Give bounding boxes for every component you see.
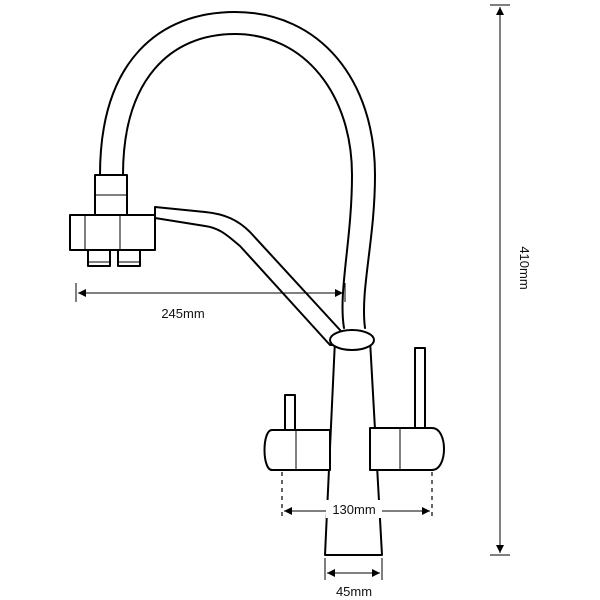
nozzle-left [87, 249, 111, 267]
dimension-handle-spread: 130mm [281, 472, 433, 520]
spray-head [69, 214, 156, 251]
dimension-base-width: 45mm [324, 558, 383, 599]
right-lever [414, 347, 426, 429]
filtered-water-arm [154, 206, 351, 346]
height-label: 410mm [517, 246, 532, 289]
left-handle-cylinder [263, 429, 331, 471]
gooseneck-spout [99, 11, 376, 329]
reach-label: 245mm [161, 306, 204, 321]
spout-inner-curve [122, 33, 353, 329]
right-handle-cylinder [369, 427, 445, 471]
spread-label: 130mm [332, 502, 375, 517]
left-handle [263, 394, 331, 471]
right-handle [369, 347, 445, 471]
body-top [329, 329, 375, 351]
dimension-reach: 245mm [75, 283, 346, 321]
base-label: 45mm [336, 584, 372, 599]
dimension-height: 410mm [490, 4, 532, 556]
spout-outer-curve [99, 11, 376, 329]
spread-label-bg [326, 500, 382, 518]
nozzle-right [117, 249, 141, 267]
